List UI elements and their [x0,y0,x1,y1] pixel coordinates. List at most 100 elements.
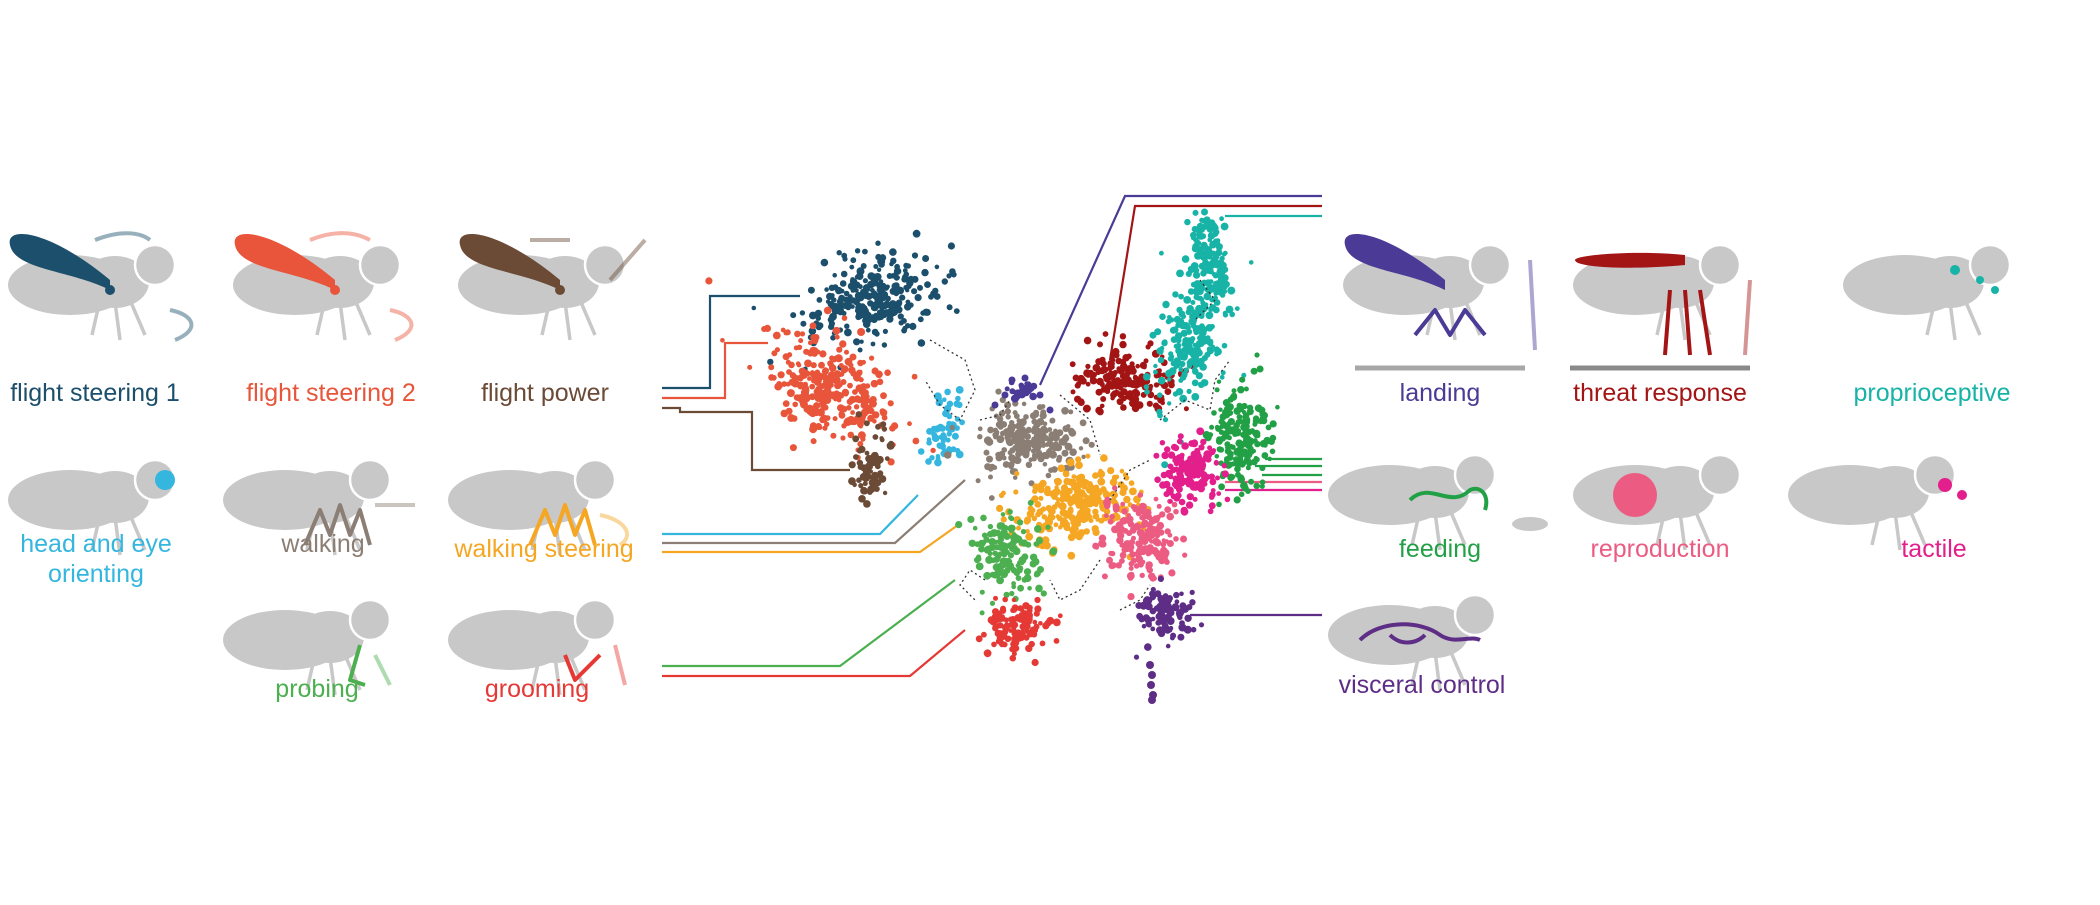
cluster-point [1022,602,1030,610]
cluster-point [881,342,888,348]
cluster-point [810,438,817,445]
cluster-point [1233,422,1240,429]
cluster-point [879,409,888,417]
cluster-point [1198,444,1205,451]
cluster-point [1202,244,1209,251]
fly-legs [1410,509,1467,551]
cluster-point [1126,530,1133,537]
cluster-point [1259,483,1265,489]
cluster-point [1089,375,1095,381]
cluster-point [1087,481,1093,487]
cluster-point [997,551,1003,557]
cluster-point [1005,414,1011,420]
cluster-point [859,339,864,344]
fly-thorax [1861,466,1929,518]
cluster-point [807,376,812,381]
fly-head [1453,593,1497,637]
cluster-point [983,571,992,580]
cluster-point [991,641,997,648]
cluster-point [1231,388,1237,394]
fly-motion-arrow [309,231,414,342]
cluster-point [1193,280,1202,289]
cluster-point [1221,283,1228,290]
cluster-point [1000,430,1006,437]
cluster-point [902,268,908,273]
cluster-point [1222,289,1228,294]
cluster-point [878,314,884,320]
cluster-point [819,350,827,358]
cluster-point [921,268,929,277]
cluster-point [996,416,1004,423]
cluster-point [1157,356,1165,364]
cluster-point [902,325,908,331]
cluster-point [1187,265,1196,273]
cluster-point [1011,532,1017,538]
cluster-point [876,378,884,386]
fly-head [1698,243,1742,287]
cluster-point [1216,436,1223,443]
fly-legs [1655,509,1712,551]
fly-head [1453,453,1497,497]
cluster-point [950,446,957,453]
cluster-point [770,374,777,381]
cluster-point [810,405,815,411]
cluster-point [1192,496,1198,502]
cluster-point [1186,388,1192,394]
fly-highlight-spot [555,285,565,295]
cluster-point [1076,521,1081,527]
label-head-and-eye-orienting: head and eye orienting [20,530,172,588]
cluster-point [832,273,837,278]
cluster-point [849,264,855,270]
cluster-point [804,394,811,401]
cluster-point [839,340,847,348]
fly-head [1698,453,1742,497]
cluster-point [808,327,817,335]
cluster-point [798,373,805,379]
cluster-point [1175,337,1182,344]
cluster-point [1143,384,1150,390]
cluster-point [833,355,840,362]
fly-highlight-legs [1663,289,1712,356]
cluster-point [1069,448,1077,457]
leader-line-flight-steering-2 [662,341,768,400]
fly-threat-response [1573,243,1752,356]
cluster-point [1190,231,1197,239]
cluster-point [1008,527,1015,533]
cluster-point [1207,508,1214,515]
cluster-point [1104,386,1110,391]
cluster-point [870,451,879,460]
cluster-point [933,392,942,401]
cluster-point [1040,404,1046,409]
cluster-point [1189,599,1196,606]
cluster-point [1148,671,1156,679]
cluster-point [999,396,1006,404]
cluster-point [821,367,829,375]
cluster-point [1130,557,1137,564]
cluster-point [846,405,852,411]
cluster-point [1119,468,1125,474]
cluster-point [1269,420,1277,428]
cluster-point [1133,522,1141,531]
fly-flight-steering-1 [8,231,194,342]
cluster-point [848,362,854,368]
cluster-point [1128,380,1137,388]
cluster-point [847,382,853,389]
cluster-point [1140,559,1146,565]
cluster-point [1009,447,1016,454]
cluster-point [1150,616,1156,622]
cluster-point [1129,551,1136,558]
cluster-point [1078,529,1086,537]
cluster-point [1110,396,1115,401]
cluster-point [906,283,912,289]
cluster-point [1208,473,1216,480]
network-edge [1109,459,1151,501]
cluster-point [928,293,934,300]
fly-highlight-wing [234,234,335,290]
cluster-point [765,326,771,331]
cluster-point [1211,448,1217,453]
cluster-point [1103,498,1111,507]
cluster-point [1103,508,1111,515]
cluster-point [1161,339,1168,347]
cluster-point [1213,295,1218,301]
cluster-point [1120,501,1126,507]
